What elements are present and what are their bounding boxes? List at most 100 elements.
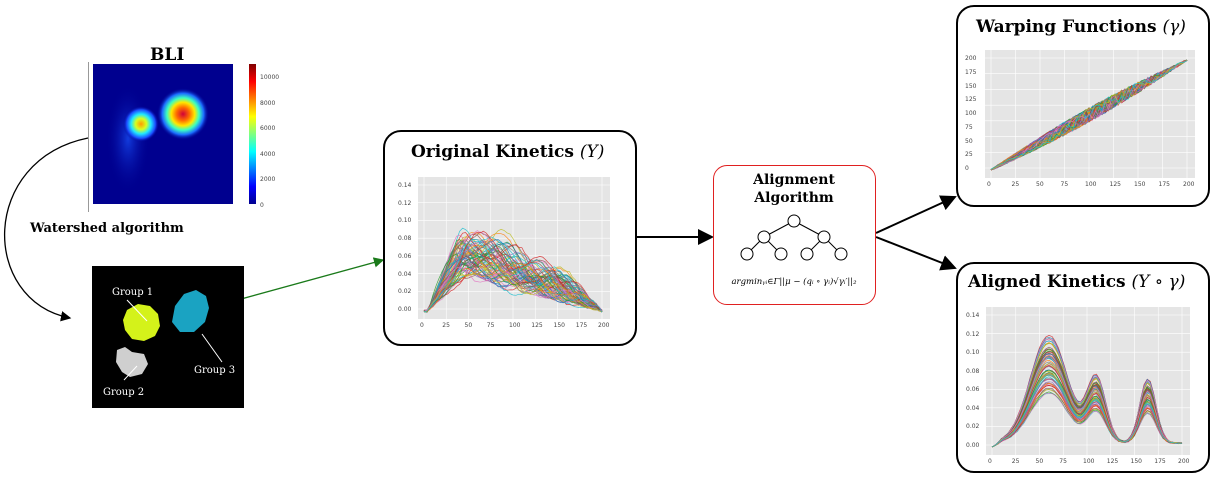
bli-colorbar xyxy=(249,64,256,204)
tree-node xyxy=(834,247,848,261)
x-tick-label: 100 xyxy=(509,322,521,329)
group1-label: Group 1 xyxy=(112,287,154,298)
original-kinetics-plot xyxy=(418,177,610,319)
binary-tree-diagram xyxy=(740,214,848,261)
y-tick-label: 0.00 xyxy=(966,442,980,449)
y-tick-label: 0.08 xyxy=(966,367,980,375)
segmentation-shapes xyxy=(116,290,223,381)
group2-label: Group 2 xyxy=(103,387,145,398)
curve-line xyxy=(991,374,1183,448)
y-tick-label: 0 xyxy=(965,165,969,172)
segmentation-image: Group 1 Group 2 Group 3 xyxy=(92,266,244,408)
y-tick-label: 75 xyxy=(965,123,973,131)
original-kinetics-title: Original Kinetics (Y) xyxy=(411,142,605,162)
bli-heatmap xyxy=(106,84,209,194)
curve-line xyxy=(423,244,603,313)
x-tick-label: 125 xyxy=(1109,181,1121,188)
plot-orig-curves xyxy=(418,177,610,319)
x-tick-label: 100 xyxy=(1085,181,1097,188)
x-tick-label: 150 xyxy=(1134,181,1146,188)
y-tick-label: 0.12 xyxy=(398,199,412,207)
colorbar-tick-label: 4000 xyxy=(260,150,276,158)
curve-line xyxy=(991,369,1183,448)
curve-line xyxy=(991,338,1183,448)
y-tick-label: 0.14 xyxy=(398,182,412,189)
x-tick-label: 125 xyxy=(1106,458,1119,465)
y-tick-label: 0.02 xyxy=(966,423,980,431)
colorbar-tick-label: 8000 xyxy=(260,99,276,107)
curve-line xyxy=(423,239,603,312)
x-tick-label: 175 xyxy=(1158,181,1170,188)
tree-node xyxy=(774,247,788,261)
x-tick-label: 25 xyxy=(1011,458,1020,465)
x-tick-label: 75 xyxy=(486,322,495,329)
curve-line xyxy=(423,239,603,313)
bli-image xyxy=(93,64,233,204)
y-tick-label: 0.06 xyxy=(398,252,412,260)
watershed-label: Watershed algorithm xyxy=(30,221,184,236)
x-tick-label: 150 xyxy=(1130,458,1142,465)
alignment-title-line2: Algorithm xyxy=(754,190,834,206)
curve-line xyxy=(991,392,1183,448)
warping-functions-title: Warping Functions (γ) xyxy=(976,17,1186,37)
x-tick-label: 0 xyxy=(420,322,424,329)
colorbar-tick-label: 2000 xyxy=(260,176,276,183)
curve-line xyxy=(991,365,1183,448)
x-tick-label: 0 xyxy=(988,458,992,465)
y-tick-label: 0.14 xyxy=(966,312,980,319)
x-tick-label: 25 xyxy=(1011,181,1020,188)
curve-line xyxy=(423,254,603,313)
x-tick-label: 50 xyxy=(1036,181,1044,188)
alignment-to-warping-arrow xyxy=(875,195,957,234)
y-tick-label: 0.08 xyxy=(398,235,412,243)
colorbar-tick-label: 10000 xyxy=(260,74,280,81)
tree-node xyxy=(787,214,801,228)
plot-align-curves xyxy=(986,307,1190,455)
y-tick-label: 0.12 xyxy=(966,330,980,338)
curve-line xyxy=(991,356,1183,448)
x-tick-label: 150 xyxy=(553,322,565,329)
tree-node xyxy=(757,230,771,244)
group3-blob xyxy=(172,290,209,332)
y-tick-label: 150 xyxy=(965,82,977,90)
curve-line xyxy=(991,348,1182,448)
curve-line xyxy=(991,387,1183,448)
warping-functions-plot xyxy=(985,50,1195,178)
curve-line xyxy=(991,382,1183,448)
y-tick-label: 0.10 xyxy=(966,349,980,357)
alignment-panel: Alignment Algorithm argminᵧᵢ∈Γ||μ − (qᵢ … xyxy=(713,165,876,305)
group2-blob xyxy=(116,347,148,377)
group1-blob xyxy=(123,304,160,341)
y-tick-label: 0.04 xyxy=(966,404,980,412)
curve-line xyxy=(423,262,603,312)
y-tick-label: 0.00 xyxy=(398,306,412,313)
x-tick-label: 100 xyxy=(1083,458,1095,465)
curve-line xyxy=(423,236,603,313)
curve-line xyxy=(991,381,1183,448)
x-tick-label: 200 xyxy=(1178,458,1190,465)
x-tick-label: 200 xyxy=(1183,181,1195,188)
alignment-to-aligned-arrow xyxy=(875,236,957,271)
colorbar-tick-label: 0 xyxy=(260,201,264,209)
curve-line xyxy=(424,241,603,312)
tree-node xyxy=(800,247,814,261)
watershed-arrow xyxy=(3,137,89,322)
group3-label: Group 3 xyxy=(194,365,236,376)
bli-image-frame xyxy=(88,62,89,212)
alignment-title-line1: Alignment xyxy=(753,172,835,188)
y-tick-label: 0.02 xyxy=(398,288,412,296)
colorbar-tick-label: 6000 xyxy=(260,125,276,132)
y-tick-label: 175 xyxy=(965,68,977,76)
aligned-kinetics-title: Aligned Kinetics (Y ∘ γ) xyxy=(968,272,1186,292)
y-tick-label: 125 xyxy=(965,96,977,104)
y-tick-label: 50 xyxy=(965,137,973,145)
x-tick-label: 25 xyxy=(442,322,450,329)
x-tick-label: 50 xyxy=(1035,458,1044,465)
bli-title: BLI xyxy=(150,45,185,65)
tree-node xyxy=(740,247,754,261)
tree-node xyxy=(817,230,831,244)
x-tick-label: 75 xyxy=(1060,181,1069,188)
y-tick-label: 100 xyxy=(965,110,977,117)
x-tick-label: 175 xyxy=(575,322,588,329)
